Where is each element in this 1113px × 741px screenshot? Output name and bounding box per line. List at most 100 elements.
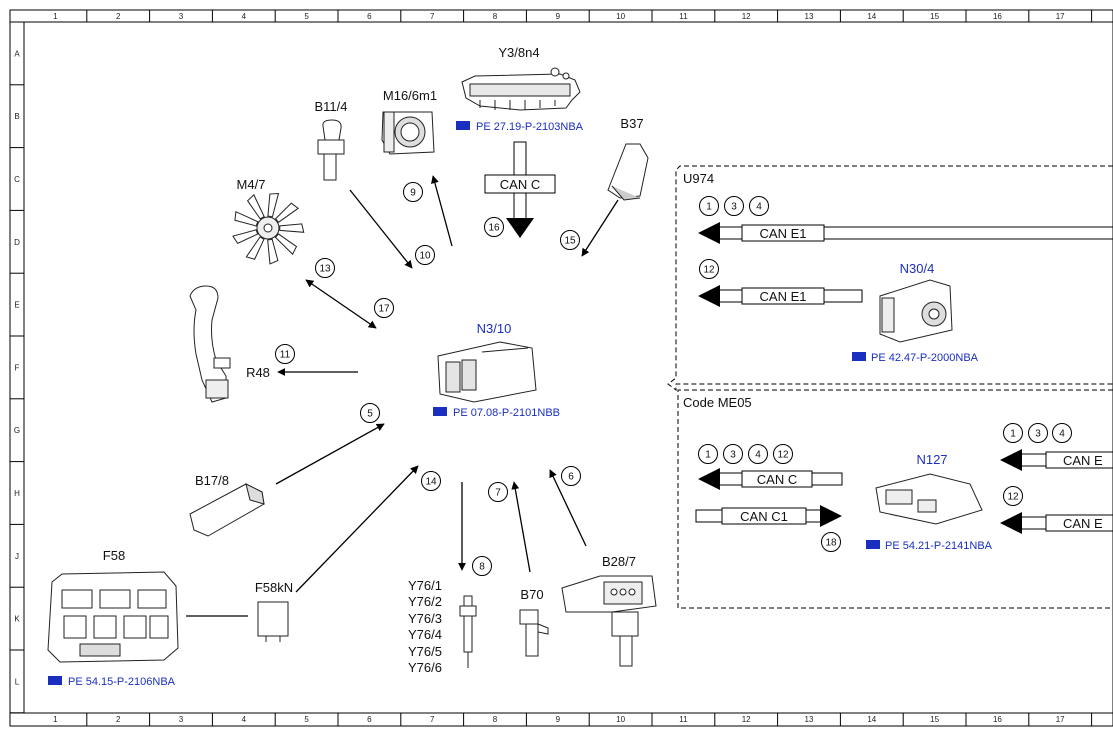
can-e-bus-right-2: CAN E — [1000, 512, 1113, 534]
engine-control-unit-icon — [437, 341, 537, 403]
signal-number-circle — [749, 196, 769, 216]
signal-number-badge: 13 — [315, 258, 335, 278]
bus-label-can-e1: CAN E1 — [760, 226, 807, 241]
grid-col-label: 11 — [679, 715, 688, 724]
label-y3-8n4: Y3/8n4 — [498, 45, 539, 60]
signal-number-text: 8 — [479, 562, 485, 573]
signal-number-badge: 9 — [403, 182, 423, 202]
grid-row-label: F — [15, 363, 20, 372]
grid-col-label: 15 — [930, 715, 939, 724]
ref-link-n3-10[interactable]: PE 07.08-P-2101NBB — [433, 407, 560, 419]
grid-col-label: 10 — [616, 12, 625, 21]
label-y76-list: Y76/1 Y76/2 Y76/3 Y76/4 Y76/5 Y76/6 — [408, 578, 442, 675]
throttle-actuator-icon — [381, 111, 435, 155]
arrow-signal-9 — [431, 175, 453, 247]
bus-label-can-e-1: CAN E — [1063, 453, 1103, 468]
grid-col-label: 10 — [616, 715, 625, 724]
signal-number-badge: 1 — [699, 196, 719, 216]
grid-col-label: 4 — [242, 12, 247, 21]
grid-col-label: 1 — [53, 715, 58, 724]
grid-col-label: 13 — [805, 715, 814, 724]
can-e1-bus-2: CAN E1 — [698, 285, 863, 307]
signal-number-circle — [488, 482, 508, 502]
signal-number-circle — [748, 444, 768, 464]
signal-number-badge: 7 — [488, 482, 508, 502]
can-c-bus-code: CAN C — [698, 468, 843, 490]
label-b17-8: B17/8 — [195, 473, 229, 488]
signal-number-badge: 12 — [773, 444, 793, 464]
label-y76-2: Y76/2 — [408, 594, 442, 609]
signal-number-text: 12 — [703, 265, 715, 276]
grid-col-label: 6 — [367, 715, 372, 724]
signal-number-text: 5 — [367, 409, 373, 420]
grid-col-label: 3 — [179, 715, 184, 724]
valve-body-icon — [461, 67, 581, 111]
fan-blade — [267, 238, 279, 265]
signal-number-circle — [472, 556, 492, 576]
signal-number-badge: 8 — [472, 556, 492, 576]
signal-number-circle — [315, 258, 335, 278]
ref-link-f58[interactable]: PE 54.15-P-2106NBA — [48, 676, 176, 688]
grid-col-label: 8 — [493, 715, 498, 724]
arrow-signal-13-17 — [305, 279, 377, 329]
ref-link-y3-8n4[interactable]: PE 27.19-P-2103NBA — [456, 121, 584, 133]
relay-icon — [257, 601, 289, 642]
fan-blade — [274, 233, 298, 256]
signal-number-text: 6 — [568, 472, 574, 483]
signal-number-circle — [1028, 423, 1048, 443]
arrow-signal-10 — [349, 189, 413, 269]
grid-col-label: 15 — [930, 12, 939, 21]
signal-number-badge: 10 — [415, 245, 435, 265]
signal-number-badge: 12 — [699, 259, 719, 279]
ref-link-n127[interactable]: PE 54.21-P-2141NBA — [866, 540, 993, 552]
signal-number-circle — [374, 298, 394, 318]
grid-row-label: A — [14, 49, 20, 58]
fan-blade — [245, 236, 265, 260]
label-y76-1: Y76/1 — [408, 578, 442, 593]
signal-number-text: 3 — [730, 450, 736, 461]
grid-row-label: G — [14, 426, 20, 435]
signal-number-badge: 15 — [560, 230, 580, 250]
signal-number-circle — [1052, 423, 1072, 443]
grid-col-label: 2 — [116, 715, 121, 724]
label-b37: B37 — [620, 116, 643, 131]
label-m4-7: M4/7 — [237, 177, 266, 192]
bus-label-can-c: CAN C — [500, 177, 540, 192]
signal-number-badge: 4 — [1052, 423, 1072, 443]
signal-number-badge: 18 — [821, 532, 841, 552]
hand-pointer-icon — [852, 352, 866, 361]
label-b70: B70 — [520, 587, 543, 602]
signal-number-text: 3 — [1035, 429, 1041, 440]
grid-col-label: 17 — [1056, 715, 1065, 724]
document-references: PE 27.19-P-2103NBA PE 07.08-P-2101NBB PE… — [48, 121, 993, 688]
label-code-me05: Code ME05 — [683, 395, 752, 410]
fan-blade — [234, 210, 259, 227]
signal-number-badge: 16 — [484, 217, 504, 237]
fan-blade — [246, 194, 265, 220]
label-u974: U974 — [683, 171, 714, 186]
grid-col-label: 4 — [242, 715, 247, 724]
signal-number-circle — [561, 466, 581, 486]
hand-pointer-icon — [48, 676, 62, 685]
injector-icon — [459, 595, 477, 668]
signal-number-circle — [560, 230, 580, 250]
drawing-frame — [9, 9, 1113, 727]
bus-label-can-c-code: CAN C — [757, 472, 797, 487]
accelerator-pedal-icon — [607, 143, 649, 201]
ref-link-n30-4[interactable]: PE 42.47-P-2000NBA — [852, 352, 979, 364]
signal-number-badge: 1 — [698, 444, 718, 464]
signal-number-text: 1 — [705, 450, 711, 461]
arrow-signal-14 — [295, 465, 419, 593]
signal-number-text: 7 — [495, 488, 501, 499]
can-e1-bus-1: CAN E1 — [698, 222, 1113, 244]
signal-number-text: 16 — [488, 223, 500, 234]
label-y76-6: Y76/6 — [408, 660, 442, 675]
signal-number-circle — [275, 344, 295, 364]
grid-col-label: 17 — [1056, 12, 1065, 21]
fan-blade — [279, 223, 305, 233]
signal-number-circle — [484, 217, 504, 237]
